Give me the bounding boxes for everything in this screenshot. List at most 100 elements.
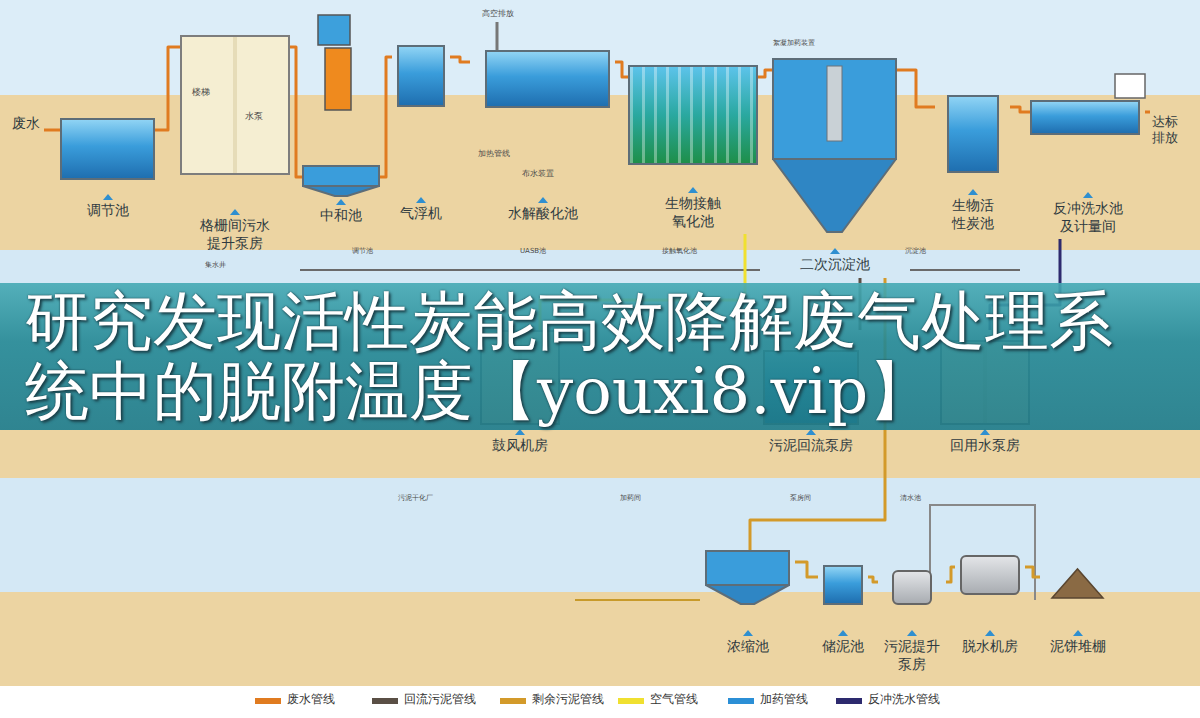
marker-triangle (830, 248, 840, 254)
unit-label: 鼓风机房 (470, 437, 570, 455)
legend-swatch (728, 698, 754, 704)
sludge-pipe (910, 269, 1020, 271)
exhaust-pipe (496, 22, 499, 50)
reaction-tower (325, 48, 351, 110)
legend-text: 剩余污泥管线 (532, 692, 604, 706)
sludge-pipe (300, 269, 760, 271)
water-tank (823, 565, 863, 605)
dosing-tank (318, 15, 350, 45)
tank-body (706, 551, 789, 585)
pipe-connector (450, 57, 470, 62)
pipe-connector (380, 57, 392, 177)
marker-triangle (688, 187, 698, 193)
annotation-label: 水泵 (245, 112, 263, 122)
building-frame (930, 505, 1035, 600)
water-tank (60, 118, 155, 180)
annotation-label: 絮凝加药装置 (773, 40, 815, 48)
hopper-tank (705, 550, 790, 605)
unit-label: 气浮机 (392, 205, 450, 223)
marker-triangle (230, 209, 240, 215)
outlet-pipe (1145, 111, 1150, 114)
marker-triangle (336, 199, 346, 205)
ground-band (0, 592, 1200, 686)
unit-label: 生物接触氧化池 (664, 195, 722, 230)
process-unit: 反冲洗水池及计量间 (1030, 100, 1145, 239)
pipe-connector (155, 47, 180, 130)
process-unit: 污泥提升泵房 (878, 560, 946, 677)
unit-label: 浓缩池 (700, 638, 795, 656)
process-unit: 浓缩池 (700, 550, 795, 660)
water-tank (485, 50, 610, 108)
process-unit: 生物接触氧化池 (628, 55, 758, 234)
legend-text: 回流污泥管线 (404, 692, 476, 706)
unit-label: 格栅间污水提升泵房 (198, 217, 272, 252)
process-unit: 水解酸化池 (470, 50, 615, 227)
unit-label: 水解酸化池 (470, 205, 615, 223)
pipe-connector (615, 62, 628, 77)
cake-pile (1052, 569, 1103, 598)
meter-box (1115, 74, 1145, 98)
process-unit: 脱水机房 (955, 555, 1025, 660)
legend-text: 空气管线 (650, 692, 698, 706)
legend-text: 反冲洗水管线 (868, 692, 940, 706)
unit-label: 二次沉淀池 (772, 256, 897, 274)
title-text: 研究发现活性炭能高效降解废气处理系统中的脱附温度【youxi8.vip】 (25, 286, 1175, 427)
pipe-connector (1025, 567, 1040, 577)
annotation-label: 泵房间 (790, 495, 811, 503)
process-unit: 格栅间污水提升泵房 (180, 35, 290, 256)
tank-hopper (706, 585, 789, 604)
center-well (827, 66, 842, 141)
unit-label: 脱水机房 (955, 638, 1025, 656)
process-unit: 储泥池 (818, 565, 868, 660)
annotation-label: 楼梯 (192, 88, 210, 98)
clarifier-tank (772, 58, 897, 233)
pipe-connector (868, 577, 878, 582)
water-tank (397, 45, 445, 107)
machine-tank (960, 555, 1020, 595)
unit-label: 污泥回流泵房 (755, 437, 867, 455)
legend-band (0, 686, 1200, 718)
legend-text: 加药管线 (760, 692, 808, 706)
annotation-label: 加药间 (620, 495, 641, 503)
unit-label: 储泥池 (818, 638, 868, 656)
sky-band (0, 478, 1200, 592)
ground-band (0, 430, 1200, 478)
title-banner: 研究发现活性炭能高效降解废气处理系统中的脱附温度【youxi8.vip】 (0, 283, 1200, 430)
legend-text: 废水管线 (287, 692, 335, 706)
marker-triangle (416, 197, 426, 203)
process-unit: 二次沉淀池 (772, 58, 897, 278)
unit-label: 调节池 (60, 202, 155, 220)
building-tank (180, 35, 290, 175)
pipe-connector (1010, 107, 1030, 112)
inlet-pipe (44, 129, 60, 132)
sludge-pipe (575, 599, 700, 601)
process-unit: 气浮机 (392, 45, 450, 227)
green-tank (628, 65, 758, 165)
unit-label: 中和池 (302, 207, 380, 225)
pipe-connector (290, 47, 302, 177)
marker-triangle (968, 189, 978, 195)
hopper-tank (302, 165, 380, 197)
annotation-label: 调节池 (352, 248, 373, 256)
tank-cone (773, 159, 896, 232)
legend-swatch (836, 698, 862, 704)
annotation-label: 沉淀池 (905, 248, 926, 256)
sky-band (0, 250, 1200, 283)
process-unit: 生物活性炭池 (935, 95, 1010, 236)
sky-band (0, 283, 1200, 430)
marker-triangle (985, 630, 995, 636)
marker-triangle (538, 197, 548, 203)
process-unit: 调节池 (60, 118, 155, 224)
annotation-label: 集水井 (205, 262, 226, 270)
legend-swatch (618, 698, 644, 704)
unit-label: 泥饼堆棚 (1040, 638, 1115, 656)
pipe-connector (758, 70, 772, 77)
unit-label: 生物活性炭池 (948, 197, 998, 232)
water-tank (1030, 100, 1140, 135)
water-tank (947, 95, 999, 173)
annotation-label: UASB池 (520, 248, 546, 256)
process-unit: 中和池 (302, 165, 380, 229)
legend-swatch (255, 698, 281, 704)
annotation-label: 布水装置 (522, 170, 554, 179)
marker-triangle (743, 630, 753, 636)
